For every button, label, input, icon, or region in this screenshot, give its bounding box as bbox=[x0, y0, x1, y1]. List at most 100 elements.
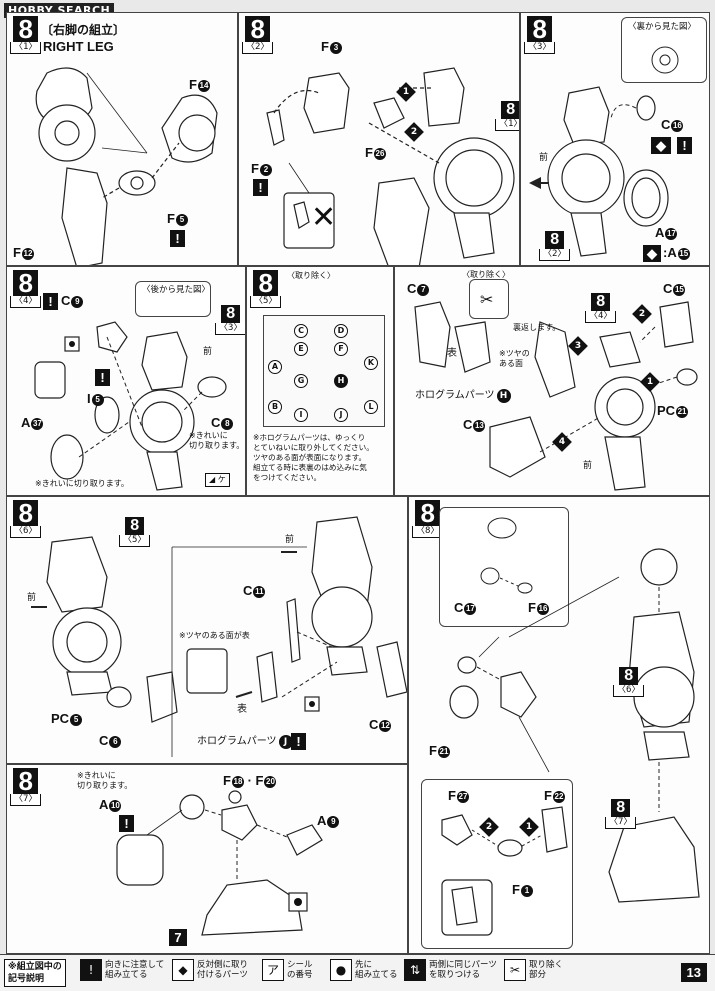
part-drawing bbox=[116, 790, 323, 936]
part-drawing bbox=[266, 67, 515, 265]
symmetric-icon: ◆ bbox=[172, 959, 194, 981]
symmetric-icon: ◆ bbox=[651, 137, 671, 154]
symmetric-icon: ◆ bbox=[643, 245, 661, 262]
ref-step: 8 〈6〉 bbox=[613, 667, 645, 697]
step-label: 8 〈1〉 bbox=[10, 16, 42, 54]
cut-note: ※きれいに切り取ります。 bbox=[35, 479, 129, 488]
view-inset: 〈裏から見た図〉 bbox=[621, 17, 707, 83]
legend-item: ⇅ 両側に同じパーツ を取りつける bbox=[404, 959, 497, 981]
panel-8-5: 8 〈5〉 〈取り除く〉 C D E F A G H K B I J L ※ホロ… bbox=[246, 266, 394, 496]
base-number: 7 bbox=[169, 929, 187, 946]
order-marker: 1 bbox=[640, 372, 660, 392]
ref-step: 8 〈4〉 bbox=[585, 293, 617, 323]
orientation-icon: ! bbox=[119, 815, 134, 832]
cut-icon: ✂ bbox=[504, 959, 526, 981]
cut-icon: ✂ bbox=[480, 290, 494, 309]
order-marker: 4 bbox=[552, 432, 572, 452]
page-number: 13 bbox=[680, 963, 707, 982]
step-label: 8 〈4〉 bbox=[10, 270, 42, 308]
remove-inset: 〈取り除く〉 ✂ bbox=[462, 270, 510, 319]
legend-item: ✂ 取り除く 部分 bbox=[504, 959, 563, 981]
view-inset: 〈後から見た図〉 bbox=[135, 281, 211, 317]
runner-grid: C D E F A G H K B I J L bbox=[263, 315, 385, 427]
orientation-icon: ! bbox=[291, 733, 306, 750]
ref-step: 8 〈2〉 bbox=[539, 231, 571, 261]
part-drawing bbox=[31, 516, 407, 757]
front-label: 前 bbox=[27, 593, 37, 603]
flip-note: 裏返します。 bbox=[513, 323, 561, 332]
wrong-mark: ✕ bbox=[311, 200, 337, 235]
part-drawing bbox=[35, 67, 218, 265]
part-drawing bbox=[414, 301, 698, 491]
legend-item: ア シール の番号 bbox=[262, 959, 313, 981]
cut-note: ※きれいに 切り取ります。 bbox=[77, 771, 133, 790]
step-label: 8 〈3〉 bbox=[524, 16, 556, 54]
cut-note: ※きれいに 切り取ります。 bbox=[189, 431, 245, 450]
orientation-icon: ! bbox=[80, 959, 102, 981]
section-title-jp: 〔右脚の組立〕 bbox=[41, 23, 126, 37]
gloss-note: ※ツヤのある面が表 bbox=[179, 631, 250, 640]
face-label: 表 bbox=[237, 704, 247, 715]
step-label: 8 〈8〉 bbox=[412, 500, 444, 538]
panel-8-6: 8 〈6〉 bbox=[6, 496, 408, 764]
gloss-note: ※ツヤの ある面 bbox=[499, 349, 530, 368]
orientation-icon: ! bbox=[43, 293, 58, 310]
both-sides-icon: ⇅ bbox=[404, 959, 426, 981]
part-drawing bbox=[34, 321, 227, 491]
order-marker: 3 bbox=[568, 336, 588, 356]
step-label: 8 〈7〉 bbox=[10, 768, 42, 806]
orientation-icon: ! bbox=[677, 137, 692, 154]
pre-assemble-icon: ● bbox=[330, 959, 352, 981]
orientation-icon: ! bbox=[253, 179, 268, 196]
front-label: 前 bbox=[539, 153, 549, 163]
legend-title: ※組立図中の 記号説明 bbox=[4, 959, 66, 987]
step-label: 8 〈2〉 bbox=[242, 16, 274, 54]
order-marker: 2 bbox=[404, 122, 424, 142]
legend-item: ● 先に 組み立てる bbox=[330, 959, 398, 981]
symbol-legend: ※組立図中の 記号説明 ! 向きに注意して 組み立てる ◆ 反対側に取り 付ける… bbox=[0, 954, 715, 991]
hologram-note: ※ホログラムパーツは、ゆっくり とていねいに取り外してください。 ツヤのある面が… bbox=[253, 433, 374, 482]
legend-item: ◆ 反対側に取り 付けるパーツ bbox=[172, 959, 248, 981]
front-label: 前 bbox=[285, 535, 295, 545]
face-label: 表 bbox=[447, 348, 457, 359]
part-drawing bbox=[529, 86, 669, 257]
sticker-label: ◢ ケ bbox=[205, 473, 230, 487]
ref-step: 8 〈1〉 bbox=[495, 101, 519, 131]
section-title-en: RIGHT LEG bbox=[43, 39, 114, 54]
remove-label: 〈取り除く〉 bbox=[287, 271, 335, 280]
part-drawing bbox=[449, 548, 700, 903]
